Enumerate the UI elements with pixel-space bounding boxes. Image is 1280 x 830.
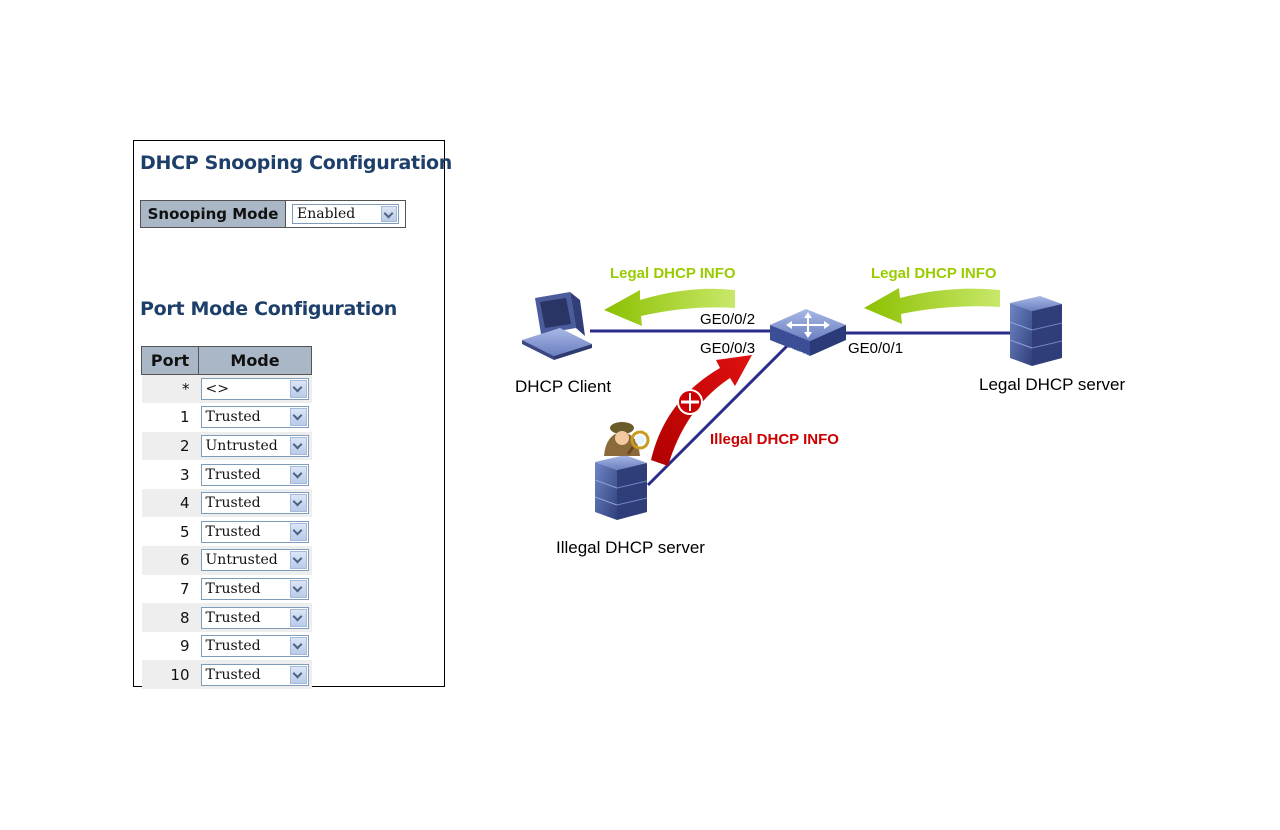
port-ge3-label: GE0/0/3 bbox=[700, 340, 756, 357]
port-mode-value: <> bbox=[205, 381, 229, 398]
port-mode-cell: Trusted bbox=[198, 403, 312, 432]
port-mode-cell: Trusted bbox=[198, 517, 312, 547]
legal-info-label-right: Legal DHCP INFO bbox=[871, 265, 997, 282]
legal-server-icon bbox=[1009, 296, 1063, 366]
port-number: 2 bbox=[141, 431, 199, 461]
port-mode-select[interactable]: Trusted bbox=[200, 635, 309, 658]
port-mode-select[interactable]: Trusted bbox=[200, 577, 309, 600]
table-row: 10 Trusted bbox=[141, 660, 312, 690]
port-ge2-label: GE0/0/2 bbox=[700, 311, 756, 328]
table-row: 3 Trusted bbox=[141, 460, 312, 489]
port-mode-value: Trusted bbox=[205, 523, 261, 540]
legal-info-label-left: Legal DHCP INFO bbox=[610, 265, 736, 282]
port-number: 7 bbox=[141, 574, 199, 604]
port-mode-value: Trusted bbox=[205, 609, 261, 626]
port-mode-select[interactable]: Trusted bbox=[200, 463, 309, 486]
chevron-down-icon[interactable] bbox=[289, 522, 307, 541]
port-mode-select[interactable]: Untrusted bbox=[200, 549, 309, 572]
port-mode-value: Trusted bbox=[205, 638, 261, 655]
port-mode-select[interactable]: <> bbox=[200, 378, 309, 401]
port-mode-config-title: Port Mode Configuration bbox=[140, 298, 398, 320]
legal-arrow-right bbox=[864, 288, 1000, 324]
table-row: 7 Trusted bbox=[141, 574, 312, 604]
chevron-down-icon[interactable] bbox=[289, 579, 307, 598]
chevron-down-icon[interactable] bbox=[289, 637, 307, 656]
port-mode-cell: Untrusted bbox=[198, 431, 312, 461]
config-panel: DHCP Snooping Configuration Snooping Mod… bbox=[133, 140, 452, 690]
mode-column-header: Mode bbox=[198, 346, 312, 375]
chevron-down-icon[interactable] bbox=[289, 380, 307, 399]
port-number: 5 bbox=[141, 517, 199, 547]
port-number: 9 bbox=[141, 631, 199, 661]
port-mode-select[interactable]: Trusted bbox=[200, 606, 309, 629]
port-mode-select[interactable]: Trusted bbox=[200, 520, 309, 543]
illegal-arrow bbox=[651, 355, 752, 466]
chevron-down-icon[interactable] bbox=[381, 206, 397, 222]
spy-icon bbox=[604, 422, 650, 456]
port-column-header: Port bbox=[141, 346, 199, 375]
dhcp-client-label: DHCP Client bbox=[515, 377, 612, 396]
chevron-down-icon[interactable] bbox=[289, 551, 307, 570]
link-switch-illegal-server bbox=[646, 341, 792, 487]
port-mode-select[interactable]: Trusted bbox=[200, 663, 309, 686]
port-mode-value: Untrusted bbox=[205, 437, 278, 454]
port-number: 1 bbox=[141, 403, 199, 432]
port-mode-value: Trusted bbox=[205, 495, 261, 512]
port-mode-value: Trusted bbox=[205, 580, 261, 597]
table-row: 9 Trusted bbox=[141, 631, 312, 661]
computer-icon bbox=[522, 292, 592, 360]
snooping-mode-select[interactable]: Enabled bbox=[292, 204, 399, 224]
legal-arrow-left bbox=[604, 288, 735, 326]
port-mode-cell: Trusted bbox=[198, 603, 312, 632]
table-row: 2 Untrusted bbox=[141, 431, 312, 461]
port-mode-cell: Trusted bbox=[198, 488, 312, 518]
table-row: 4 Trusted bbox=[141, 488, 312, 518]
chevron-down-icon[interactable] bbox=[289, 494, 307, 513]
port-number: 4 bbox=[141, 488, 199, 518]
port-mode-value: Untrusted bbox=[205, 552, 278, 569]
switch-icon: SWITCH bbox=[770, 309, 846, 362]
snooping-config-title: DHCP Snooping Configuration bbox=[140, 152, 453, 174]
legal-server-label: Legal DHCP server bbox=[979, 375, 1126, 394]
port-mode-cell: <> bbox=[198, 374, 312, 404]
port-number: 8 bbox=[141, 603, 199, 632]
port-mode-cell: Trusted bbox=[198, 574, 312, 604]
port-mode-select[interactable]: Untrusted bbox=[200, 434, 309, 457]
chevron-down-icon[interactable] bbox=[289, 436, 307, 455]
blocked-icon bbox=[677, 389, 703, 415]
illegal-server-label: Illegal DHCP server bbox=[556, 538, 705, 557]
port-ge1-label: GE0/0/1 bbox=[848, 340, 904, 357]
table-row: * <> bbox=[141, 374, 312, 404]
port-mode-value: Trusted bbox=[205, 466, 261, 483]
table-row: 8 Trusted bbox=[141, 603, 312, 632]
illegal-server-icon bbox=[594, 455, 648, 520]
chevron-down-icon[interactable] bbox=[289, 465, 307, 484]
port-mode-select[interactable]: Trusted bbox=[200, 406, 309, 429]
snooping-mode-value: Enabled bbox=[297, 206, 356, 222]
port-number: 3 bbox=[141, 460, 199, 489]
port-number: * bbox=[141, 374, 199, 404]
port-mode-select[interactable]: Trusted bbox=[200, 492, 309, 515]
chevron-down-icon[interactable] bbox=[289, 408, 307, 427]
chevron-down-icon[interactable] bbox=[289, 608, 307, 627]
table-row: 6 Untrusted bbox=[141, 546, 312, 575]
port-mode-cell: Trusted bbox=[198, 631, 312, 661]
port-mode-cell: Untrusted bbox=[198, 546, 312, 575]
port-number: 10 bbox=[141, 660, 199, 690]
snooping-mode-cell: Enabled bbox=[286, 201, 405, 227]
chevron-down-icon[interactable] bbox=[289, 665, 307, 684]
table-row: 5 Trusted bbox=[141, 517, 312, 547]
port-mode-cell: Trusted bbox=[198, 660, 312, 690]
port-mode-value: Trusted bbox=[205, 409, 261, 426]
port-mode-cell: Trusted bbox=[198, 460, 312, 489]
snooping-mode-label: Snooping Mode bbox=[141, 201, 286, 227]
port-mode-value: Trusted bbox=[205, 666, 261, 683]
illegal-info-label: Illegal DHCP INFO bbox=[710, 431, 839, 448]
table-row: 1 Trusted bbox=[141, 403, 312, 432]
snooping-mode-row: Snooping Mode Enabled bbox=[140, 200, 406, 228]
port-number: 6 bbox=[141, 546, 199, 575]
